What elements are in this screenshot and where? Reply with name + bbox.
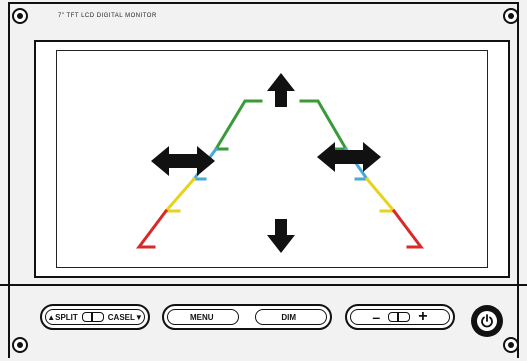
screw-top-left <box>12 8 28 24</box>
left-guide-yellow <box>163 176 197 214</box>
menu-button[interactable]: MENU <box>190 312 214 322</box>
minus-button[interactable]: – <box>372 309 381 325</box>
right-guide-green <box>299 99 349 152</box>
power-icon <box>481 314 493 328</box>
casel-button[interactable]: CASEL▼ <box>107 312 143 322</box>
left-guide-red <box>136 208 169 249</box>
bezel-right-edge <box>517 2 519 358</box>
power-button[interactable] <box>471 305 503 337</box>
plus-button[interactable]: + <box>418 308 428 325</box>
screen <box>34 40 510 278</box>
rocker-switch-icon <box>388 312 411 322</box>
model-label: 7" TFT LCD DIGITAL MONITOR <box>58 13 157 19</box>
right-guide-red <box>391 208 424 249</box>
screw-bottom-right <box>503 337 519 353</box>
dim-button[interactable]: DIM <box>281 312 296 322</box>
volume-rocker[interactable]: – + <box>345 304 455 330</box>
arrow-up-icon[interactable] <box>267 73 295 107</box>
screw-top-right <box>503 8 519 24</box>
parking-guide-overlay <box>136 73 424 253</box>
menu-dim-group: MENU DIM <box>162 304 332 330</box>
left-guide-line <box>136 99 263 249</box>
split-casel-rocker[interactable]: ▲SPLIT CASEL▼ <box>40 304 150 330</box>
bezel-left-edge <box>8 2 10 358</box>
split-button[interactable]: ▲SPLIT <box>47 312 78 322</box>
arrow-down-icon[interactable] <box>267 219 295 253</box>
bezel-top-edge <box>8 2 519 4</box>
rocker-switch-icon <box>81 312 104 322</box>
right-guide-line <box>299 99 424 249</box>
arrow-left-right-icon[interactable] <box>151 146 215 176</box>
screw-bottom-left <box>12 337 28 353</box>
screen-display <box>56 50 488 268</box>
arrow-left-right-icon[interactable] <box>317 142 381 172</box>
bezel-divider <box>0 284 527 286</box>
right-guide-yellow <box>364 176 397 214</box>
left-guide-green <box>213 99 263 152</box>
control-panel: ▲SPLIT CASEL▼ MENU DIM – + <box>0 292 527 352</box>
